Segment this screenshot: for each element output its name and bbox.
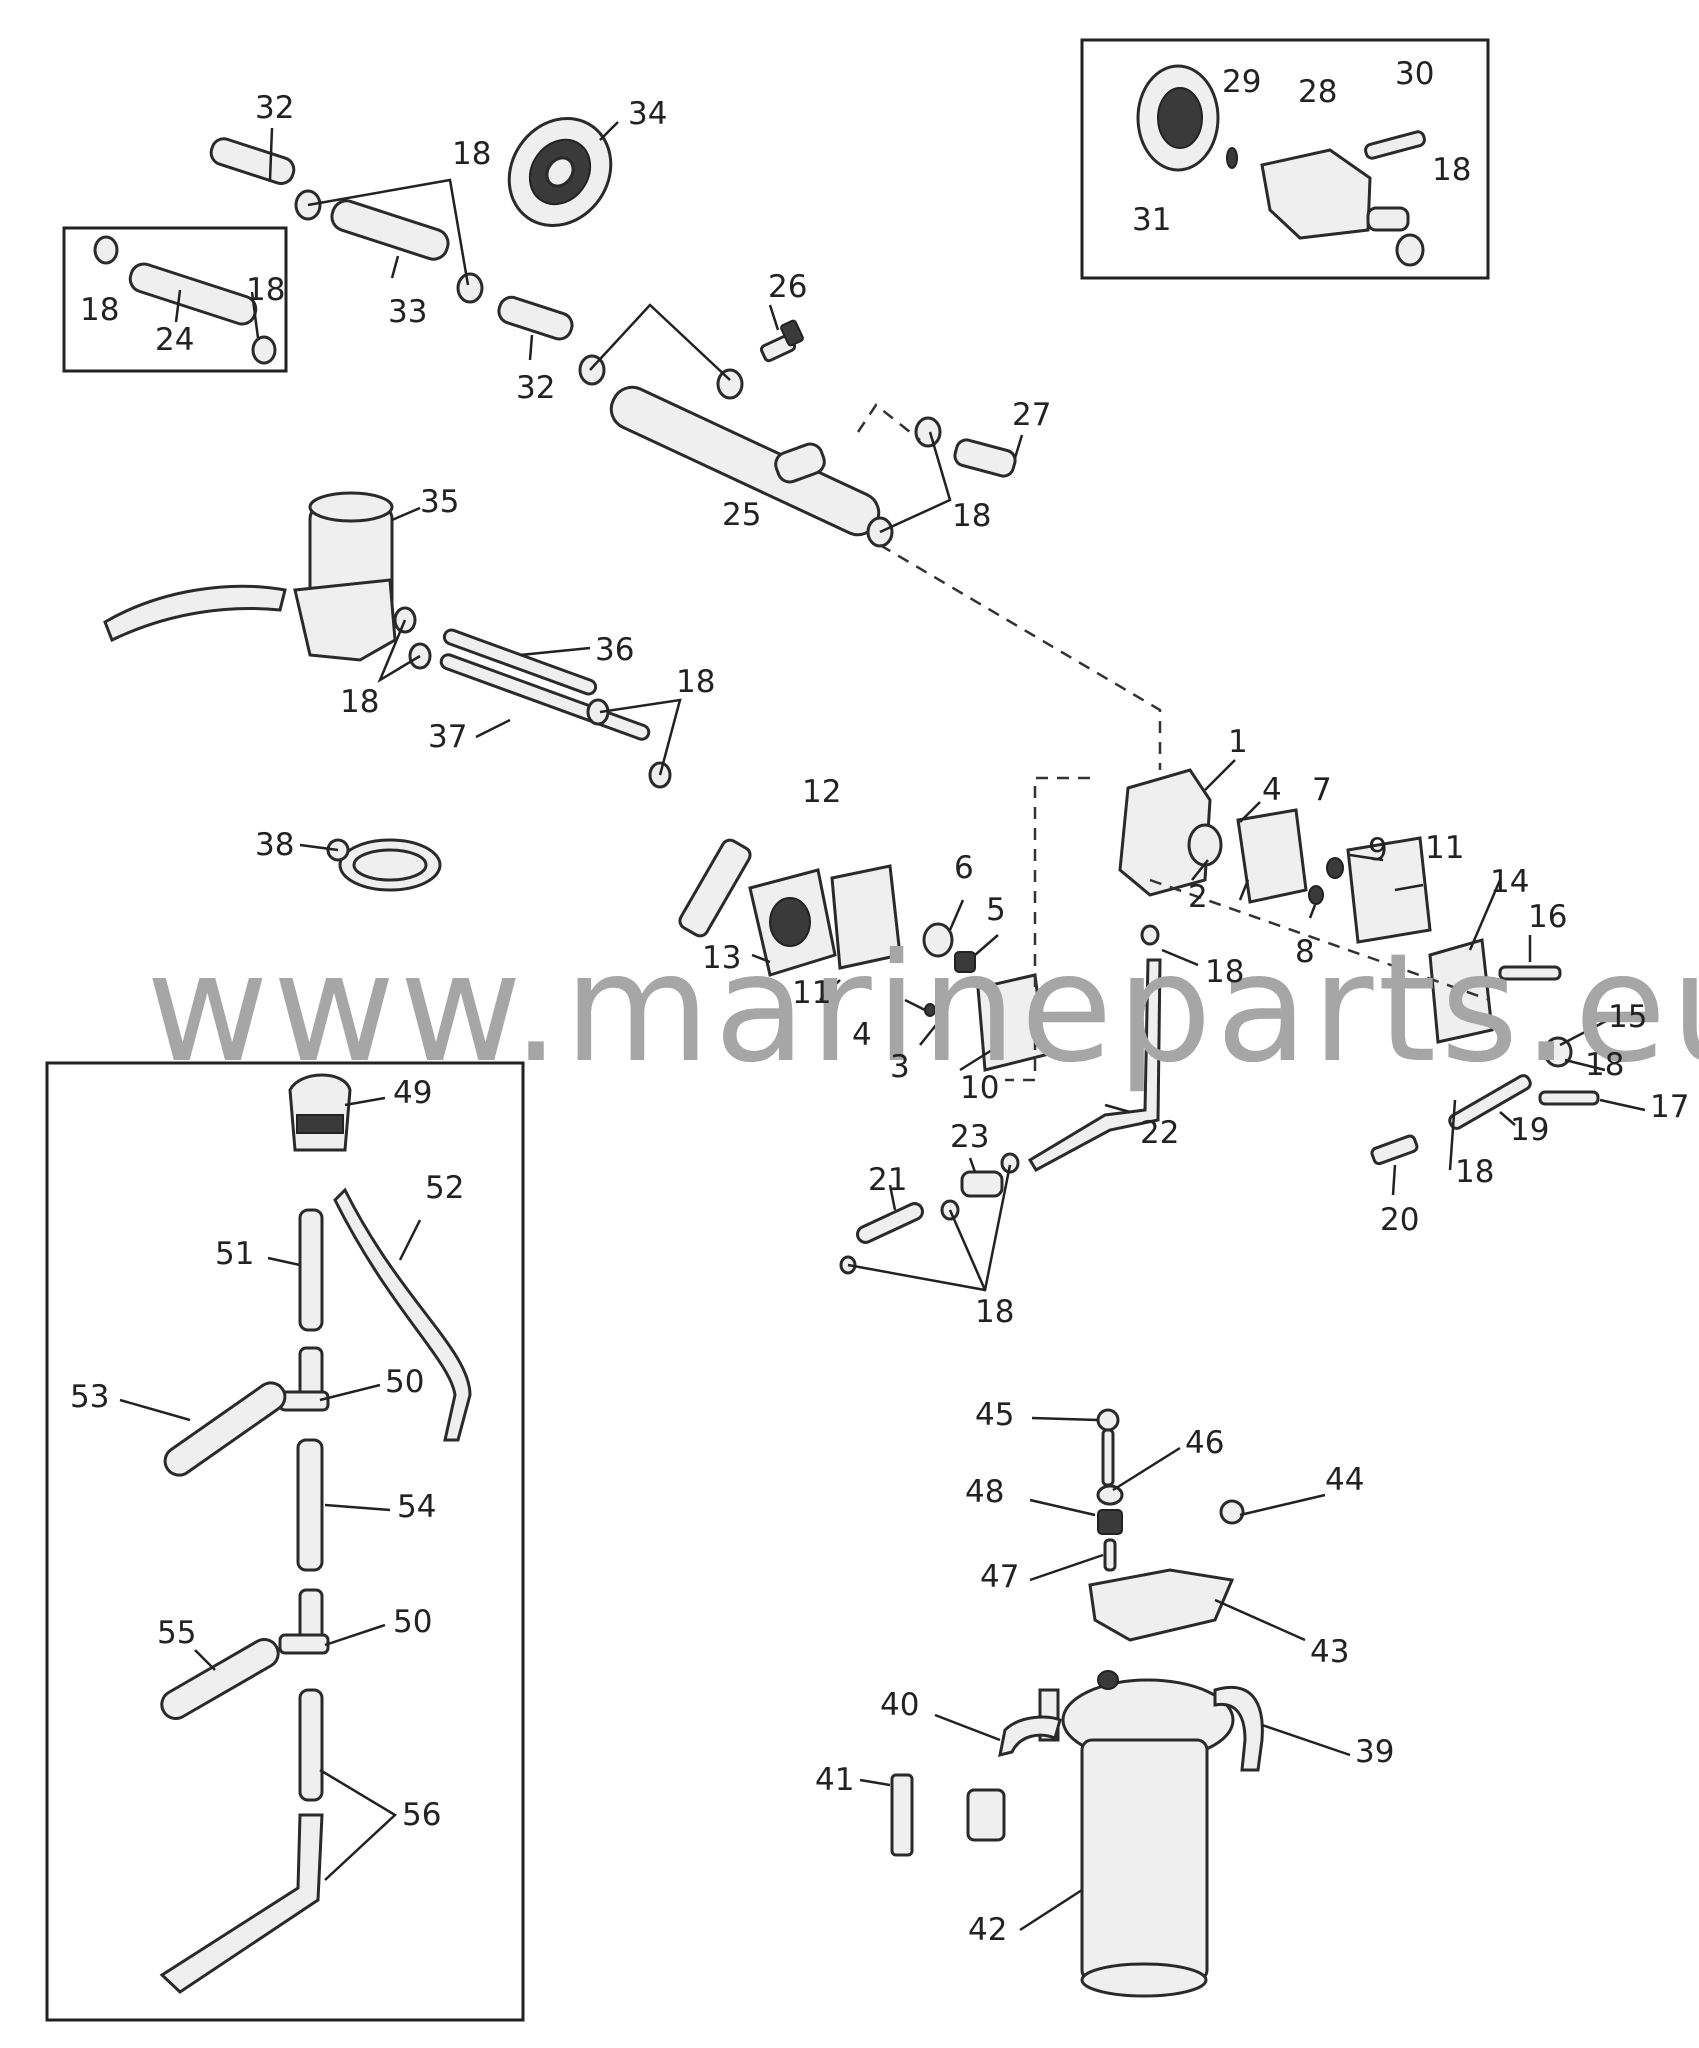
callout-label: 35 <box>420 484 459 520</box>
callout-label: 14 <box>1490 864 1529 900</box>
callout-label: 11 <box>1425 830 1464 866</box>
callout-label: 11 <box>792 975 831 1011</box>
callout-label: 55 <box>157 1615 196 1651</box>
callout-label: 42 <box>968 1912 1007 1948</box>
callout-label: 18 <box>80 292 119 328</box>
callout-label: 7 <box>1312 772 1332 808</box>
callout-label: 32 <box>255 90 294 126</box>
callout-label: 12 <box>802 774 841 810</box>
watermark: www.marineparts.eu <box>146 922 1699 1096</box>
hose-filter-parts <box>839 924 1162 1275</box>
callout-label: 18 <box>452 136 491 172</box>
callout-label: 44 <box>1325 1462 1364 1498</box>
callout-label: 29 <box>1222 64 1261 100</box>
callout-label: 20 <box>1380 1202 1419 1238</box>
callout-label: 50 <box>393 1604 432 1640</box>
callout-label: 34 <box>628 96 667 132</box>
callout-label: 16 <box>1528 899 1567 935</box>
inset-parts-bottom-left <box>159 1073 472 1994</box>
callout-label: 3 <box>890 1049 910 1085</box>
callout-label: 1 <box>1228 724 1248 760</box>
callout-label: 19 <box>1510 1112 1549 1148</box>
callout-label: 46 <box>1185 1425 1224 1461</box>
callout-label: 49 <box>393 1075 432 1111</box>
callout-label: 30 <box>1395 56 1434 92</box>
callout-label: 10 <box>960 1070 999 1106</box>
callout-label: 31 <box>1132 202 1171 238</box>
callout-label: 5 <box>986 892 1006 928</box>
bolt-part-26 <box>759 319 804 363</box>
inset-frame-bottom-left <box>45 1061 525 2022</box>
electric-pump-part <box>103 491 397 662</box>
fitting-part-27 <box>866 416 1017 548</box>
callout-label: 25 <box>722 497 761 533</box>
callout-label: 36 <box>595 632 634 668</box>
callout-label: 18 <box>975 1294 1014 1330</box>
clamp-part <box>326 838 442 892</box>
callout-label: 4 <box>852 1017 872 1053</box>
callout-label: 32 <box>516 370 555 406</box>
callout-label: 45 <box>975 1397 1014 1433</box>
callout-label: 37 <box>428 719 467 755</box>
callout-label: 13 <box>702 940 741 976</box>
callout-label: 41 <box>815 1762 854 1798</box>
callout-label: 26 <box>768 269 807 305</box>
hose-assembly-top <box>93 137 744 400</box>
inset-frame-top-left <box>62 226 288 373</box>
callout-label: 6 <box>954 850 974 886</box>
callout-labels: 1 2 3 4 4 5 6 7 8 9 10 11 11 12 13 14 15… <box>70 56 1689 1948</box>
callout-label: 28 <box>1298 74 1337 110</box>
callout-label: 18 <box>246 272 285 308</box>
callout-label: 18 <box>1205 954 1244 990</box>
callout-label: 33 <box>388 294 427 330</box>
pulley-part <box>507 116 613 228</box>
diaphragm-parts <box>678 838 1047 1072</box>
callout-label: 39 <box>1355 1734 1394 1770</box>
callout-label: 38 <box>255 827 294 863</box>
callout-label: 56 <box>402 1797 441 1833</box>
callout-label: 48 <box>965 1474 1004 1510</box>
callout-label: 51 <box>215 1236 254 1272</box>
callout-label: 21 <box>868 1162 907 1198</box>
callout-label: 18 <box>1432 152 1471 188</box>
callout-label: 47 <box>980 1559 1019 1595</box>
callout-label: 18 <box>676 664 715 700</box>
callout-label: 4 <box>1262 772 1282 808</box>
callout-label: 18 <box>340 684 379 720</box>
callout-label: 54 <box>397 1489 436 1525</box>
callout-label: 22 <box>1140 1115 1179 1151</box>
dashed-assembly-lines <box>856 403 1491 1082</box>
callout-label: 52 <box>425 1170 464 1206</box>
callout-label: 50 <box>385 1364 424 1400</box>
leader-lines <box>119 121 1646 1932</box>
callout-label: 24 <box>155 322 194 358</box>
callout-label: 40 <box>880 1687 919 1723</box>
callout-label: 18 <box>1455 1154 1494 1190</box>
callout-label: 18 <box>952 498 991 534</box>
callout-label: 9 <box>1368 832 1388 868</box>
inset-frame-top-right <box>1080 38 1490 280</box>
inset-parts-top-right <box>1136 64 1426 267</box>
callout-label: 18 <box>1585 1047 1624 1083</box>
callout-label: 17 <box>1650 1089 1689 1125</box>
callout-label: 43 <box>1310 1634 1349 1670</box>
filter-assembly <box>890 1408 1264 1998</box>
fuel-pump-assembly <box>1118 768 1600 1166</box>
callout-label: 2 <box>1188 879 1208 915</box>
callout-label: 27 <box>1012 397 1051 433</box>
callout-label: 53 <box>70 1379 109 1415</box>
callout-label: 23 <box>950 1119 989 1155</box>
callout-label: 15 <box>1608 999 1647 1035</box>
callout-label: 8 <box>1295 934 1315 970</box>
hose-pair-part <box>393 606 672 789</box>
